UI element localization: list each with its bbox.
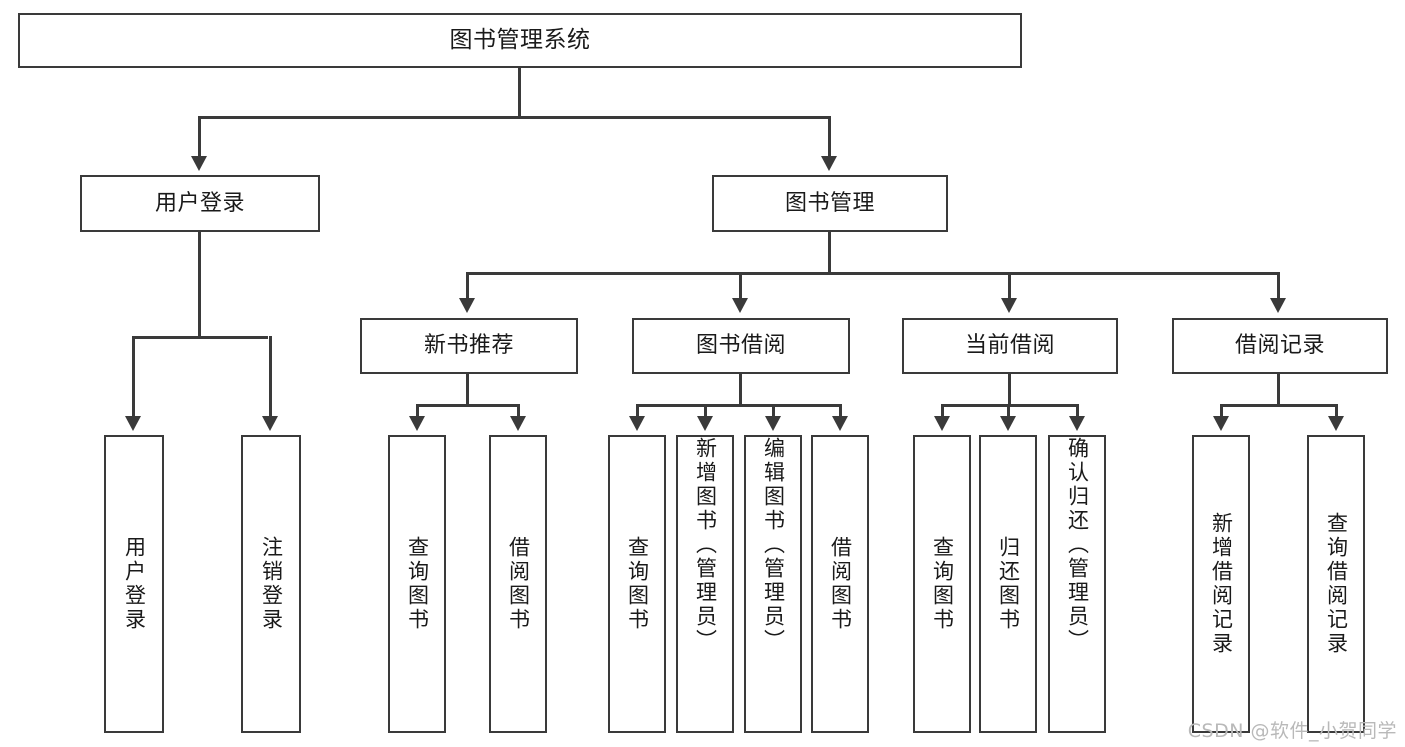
connector-borrow-record-bus (1220, 404, 1338, 407)
arrowhead-bb-leaf-1 (629, 416, 645, 431)
connector-user-login-bus (132, 336, 268, 339)
connector-to-borrow-record (1277, 272, 1280, 300)
arrowhead-borrow-record (1270, 298, 1286, 313)
arrowhead-leaf-user-login (125, 416, 141, 431)
leaf-cb-return-book[interactable]: 归还图书 (979, 435, 1037, 733)
arrowhead-bb-leaf-4 (832, 416, 848, 431)
arrowhead-bb-leaf-2 (697, 416, 713, 431)
connector-user-login-leaf-2 (269, 336, 272, 418)
connector-bb-leaf-2 (704, 404, 707, 418)
leaf-label: 编辑图书（管理员） (761, 437, 786, 653)
connector-current-borrow-bus (941, 404, 1079, 407)
arrowhead-book-management (821, 156, 837, 171)
connector-book-borrow-bus (636, 404, 842, 407)
node-label: 用户登录 (154, 190, 245, 216)
node-label: 图书管理 (784, 190, 875, 216)
leaf-label: 确认归还（管理员） (1065, 437, 1090, 653)
leaf-bb-borrow-book[interactable]: 借阅图书 (811, 435, 869, 733)
connector-nbr-leaf-1 (416, 404, 419, 418)
node-label: 图书管理系统 (449, 27, 591, 54)
csdn-watermark: CSDN @软件_小贺同学 (1187, 720, 1397, 742)
leaf-br-add-record[interactable]: 新增借阅记录 (1192, 435, 1250, 733)
leaf-logout[interactable]: 注销登录 (241, 435, 301, 733)
leaf-label: 新增图书（管理员） (693, 437, 718, 653)
node-label: 图书借阅 (695, 333, 786, 359)
connector-user-login-stem (198, 232, 201, 338)
leaf-bb-add-book-admin[interactable]: 新增图书（管理员） (676, 435, 734, 733)
arrowhead-nbr-leaf-2 (510, 416, 526, 431)
connector-bb-leaf-3 (772, 404, 775, 418)
arrowhead-bb-leaf-3 (765, 416, 781, 431)
arrowhead-cb-leaf-2 (1000, 416, 1016, 431)
node-borrow-record[interactable]: 借阅记录 (1172, 318, 1388, 374)
connector-book-management-bus (466, 272, 1280, 275)
arrowhead-leaf-logout (262, 416, 278, 431)
arrowhead-user-login (191, 156, 207, 171)
leaf-label: 用户登录 (122, 536, 147, 632)
arrowhead-br-leaf-1 (1213, 416, 1229, 431)
arrowhead-br-leaf-2 (1328, 416, 1344, 431)
leaf-label: 查询图书 (930, 536, 955, 632)
leaf-bb-query-book[interactable]: 查询图书 (608, 435, 666, 733)
leaf-br-query-record[interactable]: 查询借阅记录 (1307, 435, 1365, 733)
node-user-login[interactable]: 用户登录 (80, 175, 320, 232)
leaf-label: 归还图书 (996, 536, 1021, 632)
leaf-nbr-query-book[interactable]: 查询图书 (388, 435, 446, 733)
node-root-book-management-system[interactable]: 图书管理系统 (18, 13, 1022, 68)
connector-root-stem (518, 68, 521, 116)
node-current-borrow[interactable]: 当前借阅 (902, 318, 1118, 374)
node-book-borrow[interactable]: 图书借阅 (632, 318, 850, 374)
connector-to-current-borrow (1008, 272, 1011, 300)
connector-book-borrow-stem (739, 374, 742, 406)
leaf-cb-query-book[interactable]: 查询图书 (913, 435, 971, 733)
leaf-cb-confirm-return-admin[interactable]: 确认归还（管理员） (1048, 435, 1106, 733)
node-label: 新书推荐 (423, 333, 514, 359)
node-label: 借阅记录 (1234, 333, 1325, 359)
connector-bb-leaf-1 (636, 404, 639, 418)
node-new-book-recommend[interactable]: 新书推荐 (360, 318, 578, 374)
connector-cb-leaf-1 (941, 404, 944, 418)
connector-bb-leaf-4 (839, 404, 842, 418)
leaf-label: 查询图书 (625, 536, 650, 632)
connector-root-to-book-management (828, 116, 831, 158)
connector-cb-leaf-2 (1007, 404, 1010, 418)
connector-root-bus (198, 116, 830, 119)
connector-br-leaf-1 (1220, 404, 1223, 418)
leaf-label: 查询图书 (405, 536, 430, 632)
leaf-nbr-borrow-book[interactable]: 借阅图书 (489, 435, 547, 733)
arrowhead-nbr-leaf-1 (409, 416, 425, 431)
leaf-label: 注销登录 (259, 536, 284, 632)
arrowhead-cb-leaf-3 (1069, 416, 1085, 431)
connector-cb-leaf-3 (1076, 404, 1079, 418)
leaf-user-login[interactable]: 用户登录 (104, 435, 164, 733)
connector-to-new-book-recommend (466, 272, 469, 300)
connector-br-leaf-2 (1335, 404, 1338, 418)
connector-new-book-recommend-stem (466, 374, 469, 406)
connector-to-book-borrow (739, 272, 742, 300)
connector-user-login-leaf-1 (132, 336, 135, 418)
leaf-bb-edit-book-admin[interactable]: 编辑图书（管理员） (744, 435, 802, 733)
leaf-label: 借阅图书 (828, 536, 853, 632)
connector-current-borrow-stem (1008, 374, 1011, 406)
connector-root-to-user-login (198, 116, 201, 158)
node-label: 当前借阅 (964, 333, 1055, 359)
arrowhead-new-book-recommend (459, 298, 475, 313)
connector-nbr-leaf-2 (517, 404, 520, 418)
arrowhead-cb-leaf-1 (934, 416, 950, 431)
connector-borrow-record-stem (1277, 374, 1280, 406)
connector-new-book-recommend-bus (416, 404, 520, 407)
leaf-label: 新增借阅记录 (1209, 512, 1234, 656)
arrowhead-current-borrow (1001, 298, 1017, 313)
connector-book-management-stem (828, 232, 831, 274)
node-book-management[interactable]: 图书管理 (712, 175, 948, 232)
leaf-label: 查询借阅记录 (1324, 512, 1349, 656)
arrowhead-book-borrow (732, 298, 748, 313)
leaf-label: 借阅图书 (506, 536, 531, 632)
